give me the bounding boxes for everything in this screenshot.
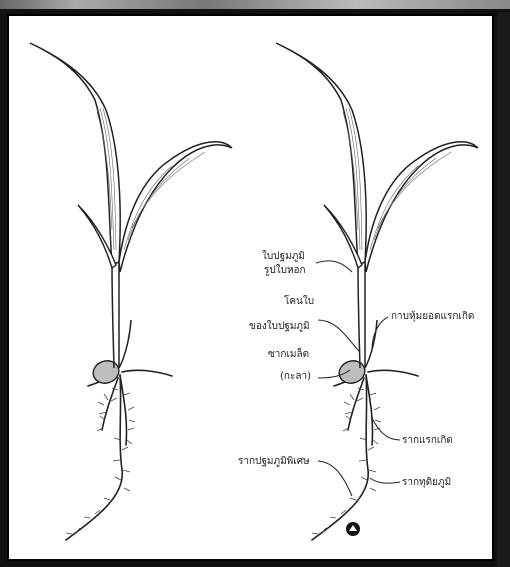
label-primary-leaf-line1: ใบปฐมภูมิ [262, 250, 305, 262]
label-coleoptile: กาบหุ้มยอดแรกเกิด [391, 310, 474, 322]
label-leaf-base-line2: ของใบปฐมภูมิ [249, 320, 310, 332]
label-secondary-root: รากทุติยภูมิ [402, 477, 451, 488]
label-seed-line1: ซากเมล็ด [268, 346, 309, 360]
left-seedling [30, 43, 232, 540]
label-primary-leaf-line2: รูปใบหอก [264, 264, 306, 276]
label-seed-line2: (กะลา) [280, 371, 311, 382]
label-radicle: รากแรกเกิด [402, 435, 453, 446]
label-special-primary-root: รากปฐมภูมิพิเศษ [238, 456, 310, 467]
label-leaf-base-line1: โคนใบ [284, 294, 314, 307]
logo-badge-icon [346, 522, 360, 536]
